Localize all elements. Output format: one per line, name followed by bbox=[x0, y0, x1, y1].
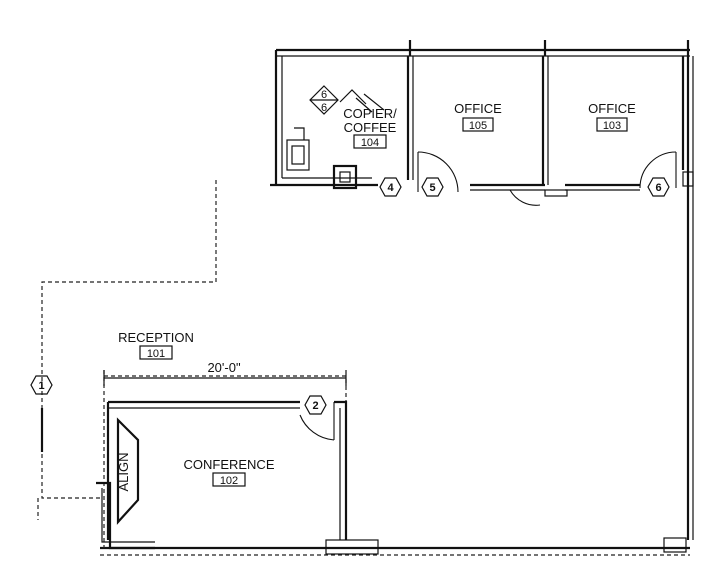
conference-number-box bbox=[212, 472, 246, 487]
copier-room-name-line2: COFFEE bbox=[344, 120, 397, 135]
svg-text:2: 2 bbox=[312, 400, 318, 412]
door-tag-5: 5 bbox=[421, 177, 444, 197]
equipment-symbol: 6 6 bbox=[309, 85, 339, 115]
door-tag-4: 4 bbox=[379, 177, 402, 197]
conference-walls bbox=[96, 370, 687, 555]
office-103-number: 103 bbox=[603, 120, 621, 132]
office-103-number-box bbox=[596, 117, 628, 132]
svg-text:6: 6 bbox=[321, 102, 327, 114]
exterior-walls bbox=[37, 40, 694, 556]
copier-room-number: 104 bbox=[361, 137, 379, 149]
reception-number-box bbox=[139, 345, 173, 360]
door-tag-1: 1 bbox=[30, 375, 53, 395]
dimension-label: 20'-0" bbox=[207, 360, 241, 375]
office-partitions bbox=[406, 56, 694, 197]
svg-text:6: 6 bbox=[655, 182, 661, 194]
conference-name: CONFERENCE bbox=[183, 457, 274, 472]
door-swings bbox=[299, 151, 677, 441]
office-105-name: OFFICE bbox=[454, 101, 502, 116]
door-tag-2: 2 bbox=[304, 395, 327, 415]
copier-fixtures bbox=[286, 89, 385, 190]
svg-text:4: 4 bbox=[387, 182, 394, 194]
svg-text:1: 1 bbox=[38, 380, 44, 392]
copier-room-number-box bbox=[353, 134, 387, 149]
align-label: ALIGN bbox=[116, 452, 131, 491]
door-tag-6: 6 bbox=[647, 177, 670, 197]
svg-text:6: 6 bbox=[321, 89, 327, 101]
svg-text:5: 5 bbox=[429, 182, 435, 194]
conference-number: 102 bbox=[220, 475, 238, 487]
office-103-name: OFFICE bbox=[588, 101, 636, 116]
office-105-number: 105 bbox=[469, 120, 487, 132]
office-105-number-box bbox=[462, 117, 494, 132]
reception-number: 101 bbox=[147, 348, 165, 360]
copier-room-name-line1: COPIER/ bbox=[343, 106, 397, 121]
reception-name: RECEPTION bbox=[118, 330, 194, 345]
